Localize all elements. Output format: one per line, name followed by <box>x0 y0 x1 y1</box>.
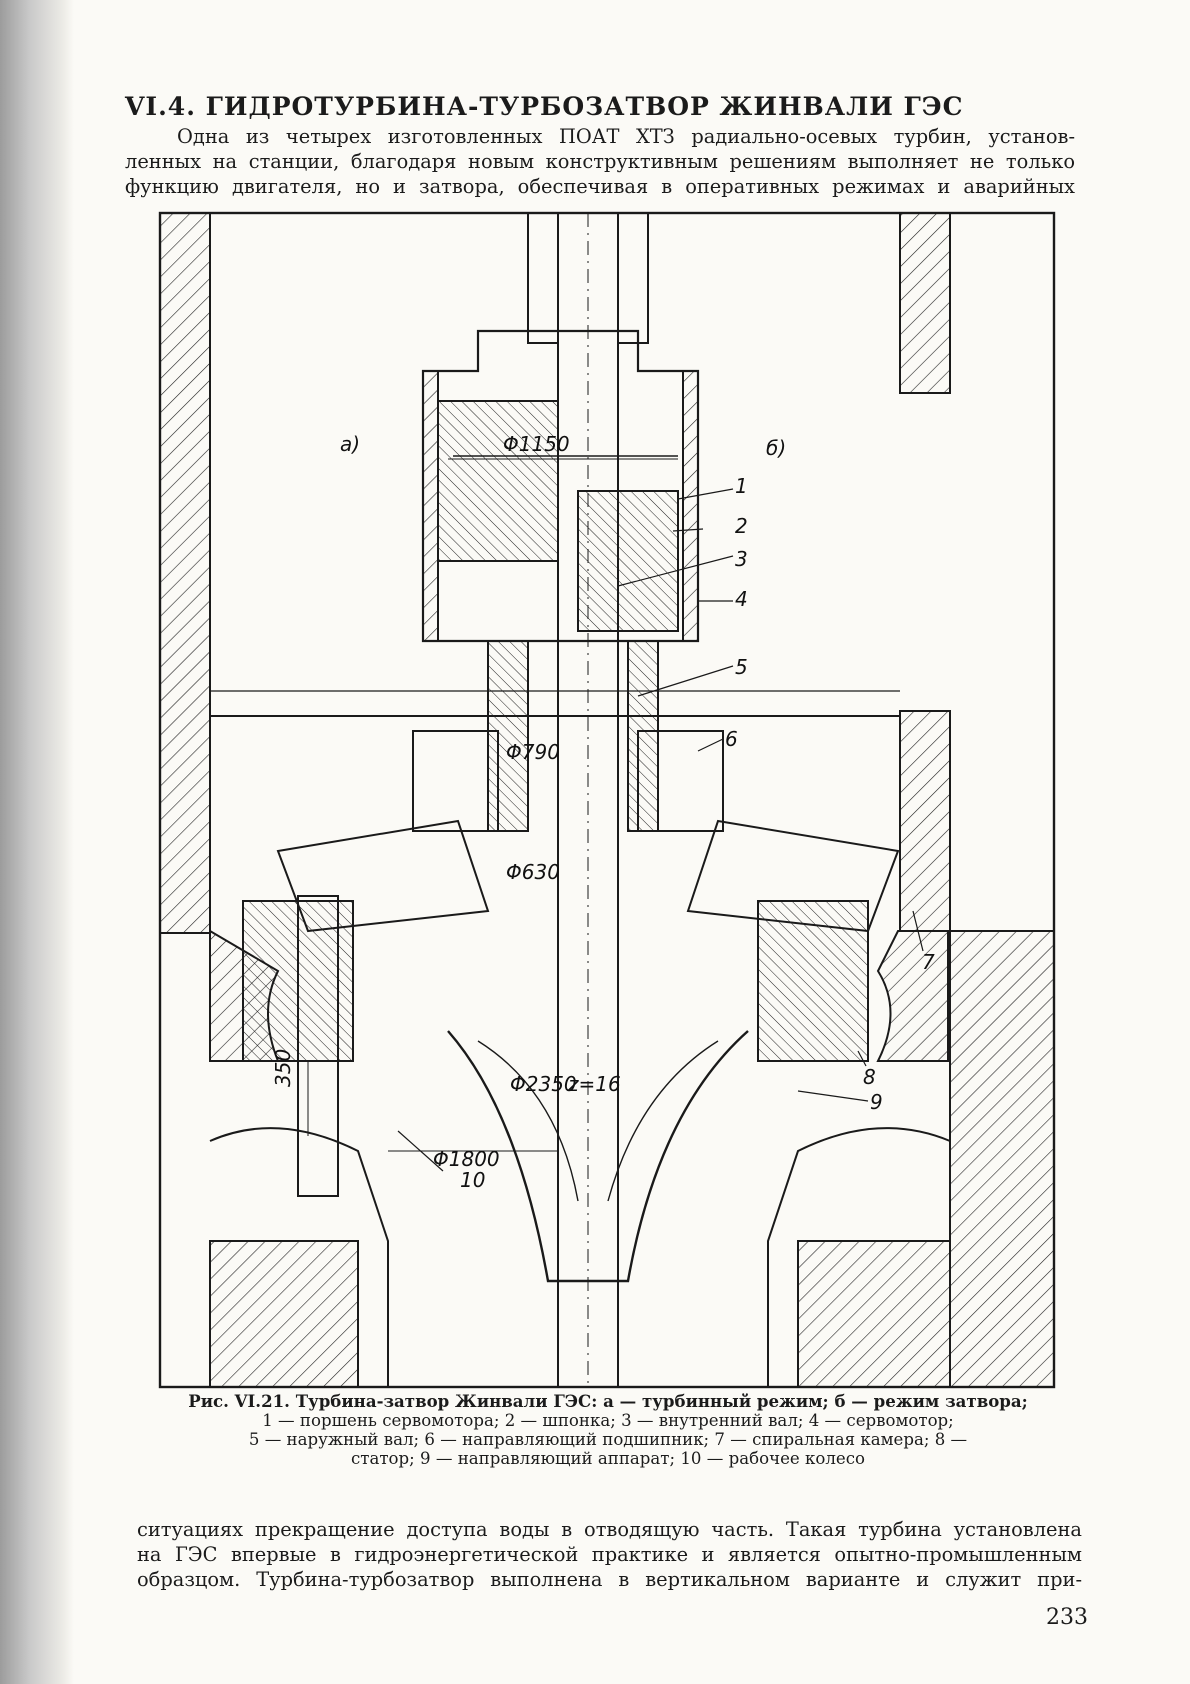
callout-1: 1 <box>735 474 748 498</box>
label-h350: 350 <box>271 1049 295 1087</box>
paragraph-top: Одна из четырех изготовленных ПОАТ ХТЗ р… <box>125 124 1075 199</box>
label-d630: Φ630 <box>506 860 560 884</box>
page-number: 233 <box>1046 1605 1088 1630</box>
paragraph-bottom: ситуациях прекращение доступа воды в отв… <box>137 1517 1082 1592</box>
caption-line: 5 — наружный вал; 6 — направляющий подши… <box>248 1430 968 1449</box>
text-line: Одна из четырех изготовленных ПОАТ ХТЗ р… <box>177 125 1075 148</box>
caption-title: Рис. VI.21. Турбина-затвор Жинвали ГЭС: … <box>188 1391 1028 1411</box>
text-line: образцом. Турбина-турбозатвор выполнена … <box>137 1568 1082 1591</box>
caption-line: статор; 9 — направляющий аппарат; 10 — р… <box>351 1449 865 1468</box>
callout-8: 8 <box>863 1065 876 1089</box>
callout-7: 7 <box>922 950 935 974</box>
section-heading: VI.4. ГИДРОТУРБИНА-ТУРБОЗАТВОР ЖИНВАЛИ Г… <box>125 92 964 121</box>
callout-2: 2 <box>735 514 748 538</box>
callout-9: 9 <box>870 1090 883 1114</box>
label-mode-b: б) <box>766 436 786 460</box>
caption-line: 1 — поршень сервомотора; 2 — шпонка; 3 —… <box>262 1411 954 1430</box>
figure-caption: Рис. VI.21. Турбина-затвор Жинвали ГЭС: … <box>168 1391 1048 1469</box>
label-d1150: Φ1150 <box>503 432 570 456</box>
text-line: на ГЭС впервые в гидроэнергетической пра… <box>137 1543 1082 1566</box>
text-line: ленных на станции, благодаря новым конст… <box>125 150 1075 173</box>
label-z16: z=16 <box>567 1072 621 1096</box>
callout-5: 5 <box>735 655 748 679</box>
label-mode-a: а) <box>340 432 360 456</box>
scan-edge-shadow <box>0 0 74 1684</box>
label-d790: Φ790 <box>506 740 560 764</box>
turbine-drawing: а) б) Φ1150 Φ790 Φ630 Φ2350 z=16 Φ1800 3… <box>158 211 1056 1389</box>
callout-3: 3 <box>735 547 748 571</box>
label-d1800: Φ1800 <box>433 1147 500 1171</box>
callout-10: 10 <box>460 1168 485 1192</box>
label-d2350: Φ2350 <box>510 1072 577 1096</box>
callout-4: 4 <box>735 587 748 611</box>
callout-6: 6 <box>725 727 738 751</box>
text-line: функцию двигателя, но и затвора, обеспеч… <box>125 175 1075 198</box>
text-line: ситуациях прекращение доступа воды в отв… <box>137 1518 1082 1541</box>
